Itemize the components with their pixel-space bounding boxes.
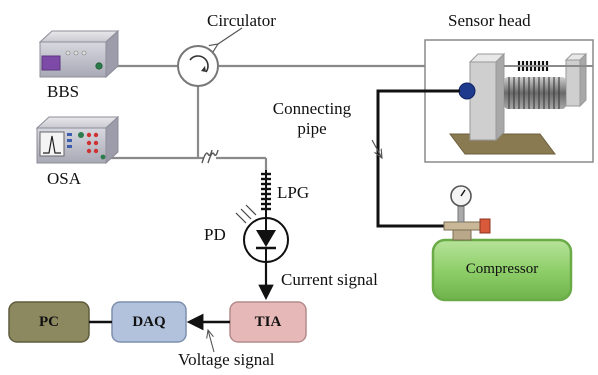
connecting-pipe bbox=[371, 89, 460, 228]
connecting-pipe-label: Connecting pipe bbox=[272, 99, 352, 139]
pressure-gauge-icon bbox=[443, 185, 491, 241]
osa-label: OSA bbox=[47, 169, 82, 188]
fiber-break-icon bbox=[201, 149, 219, 164]
sensor-head-label: Sensor head bbox=[448, 11, 531, 30]
lpg-grating-icon bbox=[261, 170, 271, 218]
bellows-spring-icon bbox=[504, 77, 566, 109]
voltage-signal-label: Voltage signal bbox=[178, 350, 275, 369]
compressor-unit bbox=[431, 185, 573, 302]
bbs-label: BBS bbox=[47, 82, 80, 101]
pc-label: PC bbox=[39, 314, 59, 330]
lpg-label: LPG bbox=[277, 183, 310, 202]
osa-device-icon bbox=[35, 115, 120, 165]
compressor-label: Compressor bbox=[465, 261, 539, 277]
sensor-head-panel bbox=[424, 39, 594, 163]
circulator-label: Circulator bbox=[207, 11, 276, 30]
bbs-device-icon bbox=[38, 29, 120, 79]
pipe-pointer bbox=[371, 139, 382, 158]
pd-label: PD bbox=[204, 225, 226, 244]
compressor-box bbox=[431, 238, 573, 302]
circulator-pointer bbox=[218, 27, 243, 44]
current-signal-label: Current signal bbox=[281, 270, 378, 289]
daq-label: DAQ bbox=[132, 314, 166, 330]
circulator-icon bbox=[177, 27, 243, 87]
voltage-pointer bbox=[208, 330, 215, 353]
photodiode-icon bbox=[235, 204, 289, 263]
tia-label: TIA bbox=[254, 314, 282, 330]
